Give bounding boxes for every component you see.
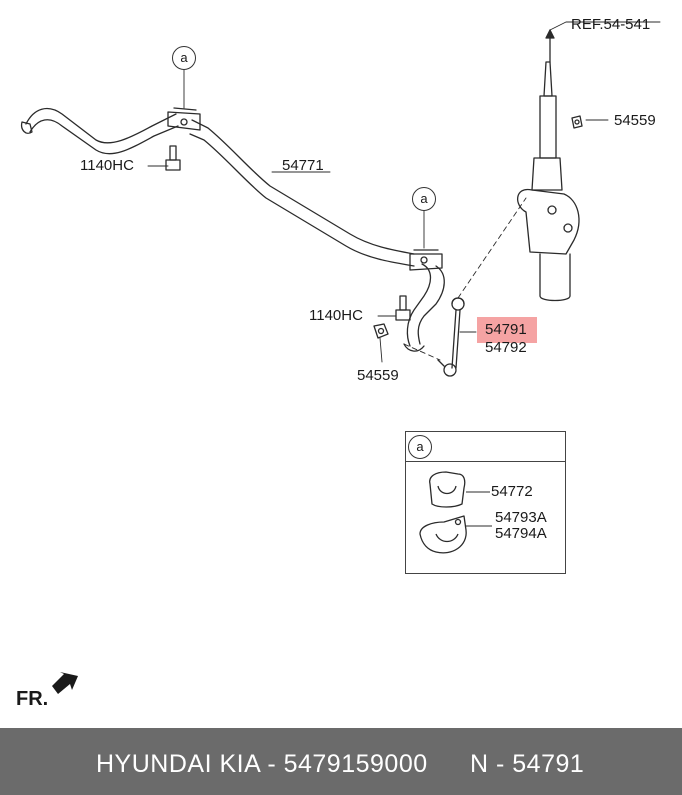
leader-lines (147, 21, 661, 363)
front-direction-label: FR. (16, 688, 49, 710)
strut-assembly (517, 29, 580, 302)
part-54793a-label: 54793A (495, 509, 547, 526)
part-54771-label: 54771 (282, 157, 324, 174)
inset-parts (419, 471, 492, 554)
footer-part-number: HYUNDAI KIA - 5479159000 (96, 750, 428, 778)
bolt-mid (395, 295, 411, 321)
front-arrow-icon (52, 672, 78, 694)
part-highlight (477, 317, 537, 343)
bolt-left (165, 145, 181, 171)
part-1140hc-mid-label: 1140HC (309, 307, 363, 324)
part-54792-label: 54792 (485, 339, 527, 356)
suspension-exploded-diagram (20, 21, 661, 694)
stabilizer-link (437, 297, 465, 377)
detail-marker-left: a (172, 46, 196, 70)
middle-bracket (409, 249, 443, 271)
detail-inset-box (405, 431, 566, 574)
footer-ref-number: N - 54791 (470, 750, 585, 778)
footer-bar: HYUNDAI KIA - 5479159000 N - 54791 (0, 728, 682, 795)
detail-marker-mid: a (412, 187, 436, 211)
ref-label: REF.54-541 (571, 16, 651, 33)
part-54791-label: 54791 (485, 321, 527, 338)
left-bracket (167, 107, 201, 131)
bushing-icon (429, 471, 466, 508)
clamp-icon (419, 515, 467, 554)
part-54559-top-label: 54559 (614, 112, 656, 129)
part-54559-bottom-label: 54559 (357, 367, 399, 384)
inset-divider (405, 461, 565, 462)
inset-marker: a (408, 435, 432, 459)
part-54772-label: 54772 (491, 483, 533, 500)
part-1140hc-left-label: 1140HC (80, 157, 134, 174)
part-54794a-label: 54794A (495, 525, 547, 542)
alignment-lines (403, 197, 527, 361)
nut-top (571, 115, 583, 129)
stabilizer-bar (20, 107, 445, 352)
nut-bottom (373, 323, 389, 339)
